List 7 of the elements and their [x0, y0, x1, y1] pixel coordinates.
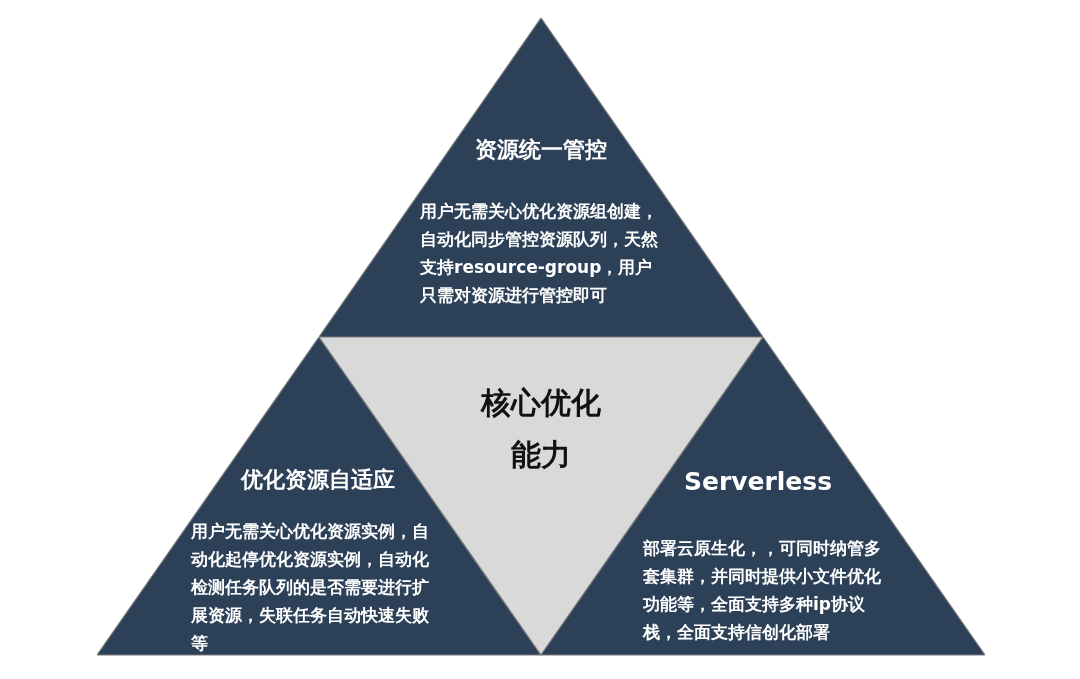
- panel-text: 部署云原生化，，可同时纳管多套集群，并同时提供小文件优化功能等，全面支持多种ip协议栈，全面支持信创化部署: [643, 537, 882, 644]
- panel-text: 用户无需关心优化资源组创建，自动化同步管控资源队列，天然支持resource-group，用户只需对资源进行管控即可: [420, 200, 659, 307]
- panel-heading: Serverless: [683, 467, 833, 496]
- center-heading: 核心优化能力: [479, 384, 602, 474]
- panel-heading: 优化资源自适应: [241, 466, 395, 494]
- panel-text: 用户无需关心优化资源实例，自动化起停优化资源实例，自动化检测任务队列的是否需要进行扩展资源，失联任务自动快速失败等: [191, 520, 430, 655]
- panel-heading: 资源统一管控: [475, 136, 607, 164]
